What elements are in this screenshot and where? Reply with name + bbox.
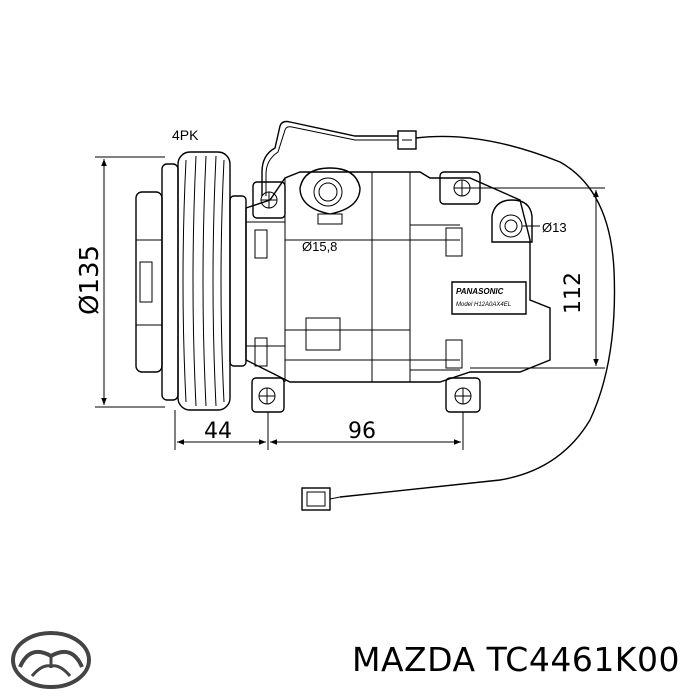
wiring: [261, 120, 616, 511]
nameplate-model-text: Model H12A0AX4EL: [456, 302, 511, 308]
port-right-dimension-text: Ø13: [542, 220, 567, 235]
dim-96-text: 96: [348, 419, 376, 444]
dimension-diameter-135: Ø135: [75, 156, 165, 408]
dimension-bottom: 44 96: [174, 410, 464, 450]
dim-44-text: 44: [204, 419, 232, 444]
pulley: [135, 151, 247, 411]
discharge-port: Ø13: [491, 199, 567, 243]
compressor-body: [245, 171, 551, 383]
nameplate-brand-text: PANASONIC: [456, 287, 504, 296]
dimension-height-112: 112: [470, 187, 605, 369]
dim-height-112-text: 112: [561, 272, 586, 314]
part-number: TC4461K00: [486, 640, 680, 679]
suction-port: Ø15,8: [299, 167, 361, 254]
dim-diameter-135-text: Ø135: [75, 245, 105, 315]
brand-name: MAZDA: [352, 640, 476, 679]
product-title: MAZDA TC4461K00: [352, 640, 680, 679]
mazda-logo-icon: [11, 631, 91, 689]
mounting-ears: [251, 171, 481, 413]
port-left-dimension-text: Ø15,8: [302, 239, 337, 254]
pulley-label: 4PK: [172, 127, 199, 143]
nameplate: PANASONIC Model H12A0AX4EL: [451, 281, 527, 315]
